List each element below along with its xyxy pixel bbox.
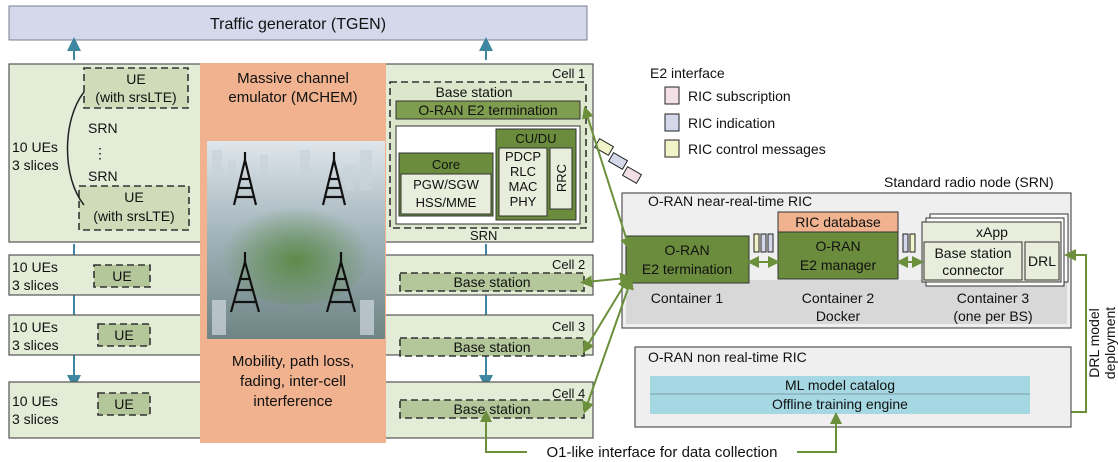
tower-icon xyxy=(229,252,261,313)
cell-4-label: Cell 4 xyxy=(552,386,585,401)
container-3-line1: Container 3 xyxy=(957,290,1030,306)
e2-mgr-line1: O-RAN xyxy=(815,238,860,254)
legend-item-indication: RIC indication xyxy=(688,115,775,131)
non-rt-ric: O-RAN non real-time RIC ML model catalog… xyxy=(634,346,1072,428)
drl-deployment-line1: DRL model xyxy=(1086,308,1102,378)
srn-a-label: SRN xyxy=(88,120,118,136)
legend-swatch-indication xyxy=(664,113,680,132)
o1-label: O1-like interface for data collection xyxy=(547,444,778,461)
tgen-links xyxy=(67,37,493,389)
ellipsis-dots: ⋮ xyxy=(93,145,107,161)
ue-bottom-line1: UE xyxy=(124,189,143,205)
ue-top-line1: UE xyxy=(126,71,145,87)
bs-connector-line2: connector xyxy=(942,262,1004,278)
container-2-line1: Container 2 xyxy=(802,290,875,306)
e2-messages-2-3 xyxy=(902,233,916,253)
ue-group-bracket xyxy=(66,91,85,206)
stack-phy: PHY xyxy=(510,194,537,209)
cell-4-base-station: Base station xyxy=(453,401,530,417)
rrc-label: RRC xyxy=(554,164,569,192)
cell-1-base-station: Base station O-RAN E2 termination CU/DU … xyxy=(389,81,587,229)
e2-messages-1-2 xyxy=(753,233,774,253)
cell-1-count-line2: 3 slices xyxy=(12,157,59,173)
e2-term-line1: O-RAN xyxy=(664,242,709,258)
ue-box-bottom: UE (with srsLTE) xyxy=(78,185,190,231)
core-line1: PGW/SGW xyxy=(413,177,479,192)
city-image xyxy=(207,141,385,339)
mchem-title-line2: emulator (MCHEM) xyxy=(228,89,357,106)
ml-model-catalog: ML model catalog xyxy=(785,377,895,393)
mchem-caption-line1: Mobility, path loss, xyxy=(232,353,354,370)
cell-3-count-line2: 3 slices xyxy=(12,337,59,353)
core-line2: HSS/MME xyxy=(416,195,477,210)
legend-title: E2 interface xyxy=(650,65,725,81)
bs-to-ric-links xyxy=(580,106,634,414)
container-3-line2: (one per BS) xyxy=(953,308,1032,324)
e2-termination-bar: O-RAN E2 termination xyxy=(418,102,557,118)
cell-4-ue: UE xyxy=(114,396,133,412)
tower-icon xyxy=(321,152,347,206)
docker-band xyxy=(626,280,1067,324)
container-1-label: Container 1 xyxy=(651,290,724,306)
cell-3-label: Cell 3 xyxy=(552,319,585,334)
stack-rlc: RLC xyxy=(510,164,536,179)
legend-swatch-subscription xyxy=(664,86,680,105)
traffic-generator: Traffic generator (TGEN) xyxy=(8,5,588,41)
srn-b-label: SRN xyxy=(88,168,118,184)
cell-2-base-station: Base station xyxy=(453,274,530,290)
mchem-caption-line2: fading, inter-cell xyxy=(240,373,346,390)
cell-1-srn-label: SRN xyxy=(470,228,497,243)
stack-mac: MAC xyxy=(509,179,538,194)
core-title: Core xyxy=(432,157,460,172)
near-rt-title: O-RAN near-real-time RIC xyxy=(648,193,812,209)
drl-label: DRL xyxy=(1028,253,1056,269)
ue-bottom-line2: (with srsLTE) xyxy=(93,208,174,224)
cell-3-ue: UE xyxy=(114,327,133,343)
offline-training-engine: Offline training engine xyxy=(772,396,908,412)
legend-swatch-control xyxy=(664,139,680,158)
stack-pdcp: PDCP xyxy=(505,149,541,164)
tgen-label: Traffic generator (TGEN) xyxy=(210,16,386,33)
cell-2-label: Cell 2 xyxy=(552,257,585,272)
cell-2-count-line1: 10 UEs xyxy=(12,259,58,275)
xapp-label: xApp xyxy=(976,224,1008,240)
near-rt-ric: O-RAN near-real-time RIC O-RAN E2 termin… xyxy=(621,192,1072,329)
non-rt-title: O-RAN non real-time RIC xyxy=(648,349,807,365)
e2-term-line2: E2 termination xyxy=(642,261,732,277)
drl-deployment-line2: deployment xyxy=(1102,307,1118,379)
cell-1-count-line1: 10 UEs xyxy=(12,139,58,155)
tower-icon xyxy=(232,152,258,206)
mchem-title-line1: Massive channel xyxy=(237,70,349,87)
e2-legend: E2 interface RIC subscription RIC indica… xyxy=(650,65,826,158)
e2-mgr-line2: E2 manager xyxy=(800,257,877,273)
ue-top-line2: (with srsLTE) xyxy=(95,89,176,105)
cell-4-count-line2: 3 slices xyxy=(12,411,59,427)
ric-database: RIC database xyxy=(795,214,881,230)
srn-outer-label: Standard radio node (SRN) xyxy=(884,174,1054,190)
cudu-label: CU/DU xyxy=(515,131,556,146)
cell-3-base-station: Base station xyxy=(453,339,530,355)
mchem-block: Massive channel emulator (MCHEM) xyxy=(200,63,386,443)
bs-connector-line1: Base station xyxy=(934,245,1011,261)
cell-3-count-line1: 10 UEs xyxy=(12,319,58,335)
o1-interface: O1-like interface for data collection xyxy=(480,410,842,461)
ue-box-top: UE (with srsLTE) xyxy=(83,67,189,109)
tower-icon xyxy=(325,252,357,313)
container-2-line2: Docker xyxy=(816,308,861,324)
mchem-caption-line3: interference xyxy=(253,393,332,410)
legend-item-control: RIC control messages xyxy=(688,141,826,157)
legend-item-subscription: RIC subscription xyxy=(688,88,791,104)
cell-2-ue: UE xyxy=(112,268,131,284)
cell-4-count-line1: 10 UEs xyxy=(12,393,58,409)
cell-1-label: Cell 1 xyxy=(552,66,585,81)
cell-2-count-line2: 3 slices xyxy=(12,277,59,293)
bs-title: Base station xyxy=(435,84,512,100)
